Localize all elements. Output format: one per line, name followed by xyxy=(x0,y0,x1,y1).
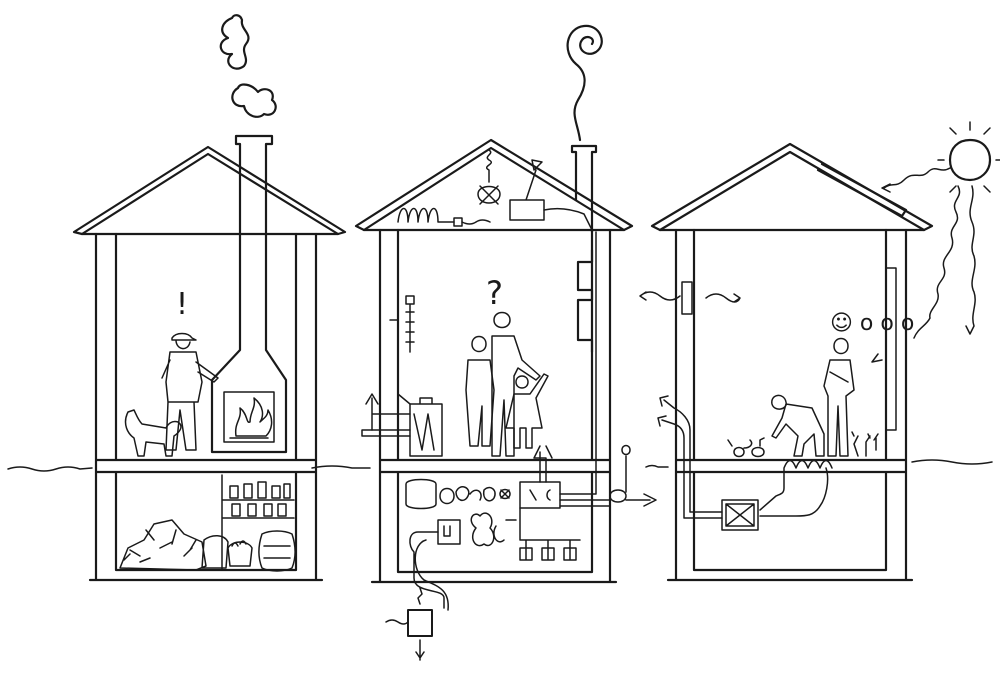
heat-meter xyxy=(437,519,461,545)
district-heat-pipe xyxy=(559,489,657,507)
fire-icon xyxy=(234,397,273,437)
house-2-symbol: ? xyxy=(486,274,503,312)
roof-2 xyxy=(354,138,634,232)
person-father xyxy=(491,311,541,457)
pump-loops xyxy=(439,486,496,505)
person-gardening xyxy=(771,394,825,457)
person-mother xyxy=(465,335,495,447)
water-meter-box xyxy=(407,609,433,637)
radiators xyxy=(576,248,594,354)
sack xyxy=(201,535,229,569)
basket xyxy=(227,540,253,567)
vent-arrow-up xyxy=(365,393,411,431)
person-man-house-1 xyxy=(161,332,219,451)
mixing-valve xyxy=(499,488,511,500)
solar-ray-to-panel xyxy=(881,167,951,193)
manifold-box xyxy=(519,481,561,509)
heat-wave xyxy=(639,291,741,303)
barrel xyxy=(258,530,296,572)
hot-air-arrow xyxy=(533,445,553,483)
wall-vent xyxy=(681,281,693,315)
smoke-icon-lower xyxy=(231,83,277,118)
distribution-manifold xyxy=(505,507,581,561)
ground-line xyxy=(7,459,993,472)
vent-arrow-left xyxy=(361,429,411,437)
pantry-shelves xyxy=(221,474,295,571)
pantry-jars xyxy=(229,481,291,517)
potted-plants xyxy=(727,437,765,458)
heat-exchanger-icon xyxy=(509,159,545,221)
dog xyxy=(124,409,182,457)
ventilation-unit xyxy=(477,149,501,205)
floor-heat-loop xyxy=(759,459,833,517)
house-1-walls xyxy=(88,232,324,582)
firewood-pile xyxy=(119,519,207,571)
exhaust-pipe xyxy=(570,144,598,234)
house-central-heating: ? xyxy=(354,24,657,661)
rising-heat-arrows xyxy=(851,431,879,457)
heat-recovery-duct xyxy=(657,395,723,519)
roof-1 xyxy=(72,145,347,236)
thermostat-icon xyxy=(389,295,415,353)
boiler-icon xyxy=(409,397,443,457)
chimney-1 xyxy=(210,134,288,454)
sun-icon xyxy=(937,121,1000,193)
riser-pipe xyxy=(559,231,597,495)
solar-ray-to-window xyxy=(871,185,961,363)
house-3-symbol: ☺ o o o xyxy=(830,311,914,336)
smoke-icon xyxy=(219,14,250,70)
water-supply-pipe xyxy=(409,531,449,611)
house-fireplace: ! xyxy=(72,14,347,582)
solar-ray-down xyxy=(965,185,976,335)
south-window xyxy=(885,267,897,431)
solar-panel-icon xyxy=(816,162,908,218)
house-1-symbol: ! xyxy=(176,287,188,322)
roof-3 xyxy=(650,142,934,232)
expansion-vessels xyxy=(470,512,505,547)
heat-recovery-unit xyxy=(721,499,759,531)
heating-coil xyxy=(397,207,455,223)
spiral-smoke-icon xyxy=(566,24,603,142)
person-standing xyxy=(823,337,855,457)
house-passive-solar: ☺ o o o xyxy=(639,121,1000,582)
person-child xyxy=(505,373,549,449)
oil-tank xyxy=(405,478,437,510)
